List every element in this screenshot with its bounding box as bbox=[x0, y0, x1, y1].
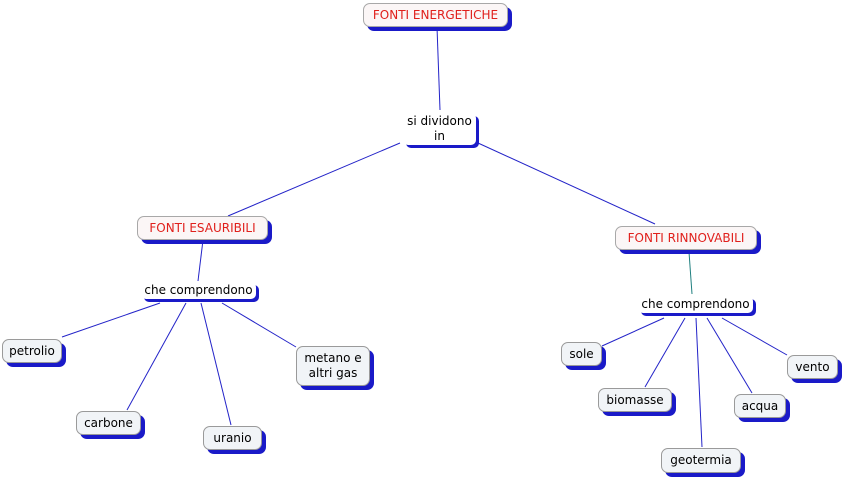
node-acqua[interactable]: acqua bbox=[734, 394, 786, 418]
edge-comprendono-acqua bbox=[706, 317, 753, 394]
edge-comprendono-sole bbox=[601, 317, 665, 347]
node-biomasse[interactable]: biomasse bbox=[598, 388, 672, 412]
node-fonti-esauribili[interactable]: FONTI ESAURIBILI bbox=[137, 216, 268, 240]
node-sole[interactable]: sole bbox=[561, 342, 602, 366]
edge-comprendono-biomasse bbox=[644, 317, 686, 388]
node-geotermia[interactable]: geotermia bbox=[661, 448, 741, 473]
edge-comprendono-geotermia bbox=[695, 317, 703, 448]
node-vento[interactable]: vento bbox=[787, 355, 838, 379]
edge-comprendono-carbone bbox=[126, 302, 187, 411]
link-che-comprendono-right[interactable]: che comprendono bbox=[638, 296, 753, 313]
node-fonti-rinnovabili[interactable]: FONTI RINNOVABILI bbox=[615, 226, 757, 250]
edge-comprendono-petrolio bbox=[61, 302, 161, 338]
edge-comprendono-vento bbox=[721, 317, 788, 356]
node-metano-e-altri-gas[interactable]: metano e altri gas bbox=[296, 346, 370, 386]
edge-divide-rinnovabili bbox=[477, 142, 656, 225]
edge-root-divide bbox=[436, 26, 441, 111]
edge-comprendono-metano bbox=[221, 302, 297, 348]
edge-divide-esauribili bbox=[227, 142, 401, 217]
link-che-comprendono-left[interactable]: che comprendono bbox=[141, 282, 256, 299]
node-carbone[interactable]: carbone bbox=[76, 411, 141, 435]
link-si-dividono-in[interactable]: si dividono in bbox=[403, 113, 476, 145]
node-petrolio[interactable]: petrolio bbox=[2, 339, 62, 363]
edge-esauribili-comprendono bbox=[197, 239, 204, 282]
node-fonti-energetiche[interactable]: FONTI ENERGETICHE bbox=[363, 3, 508, 27]
edge-rinnovabili-comprendono bbox=[688, 251, 693, 295]
edge-comprendono-uranio bbox=[200, 302, 232, 426]
node-uranio[interactable]: uranio bbox=[203, 426, 262, 450]
